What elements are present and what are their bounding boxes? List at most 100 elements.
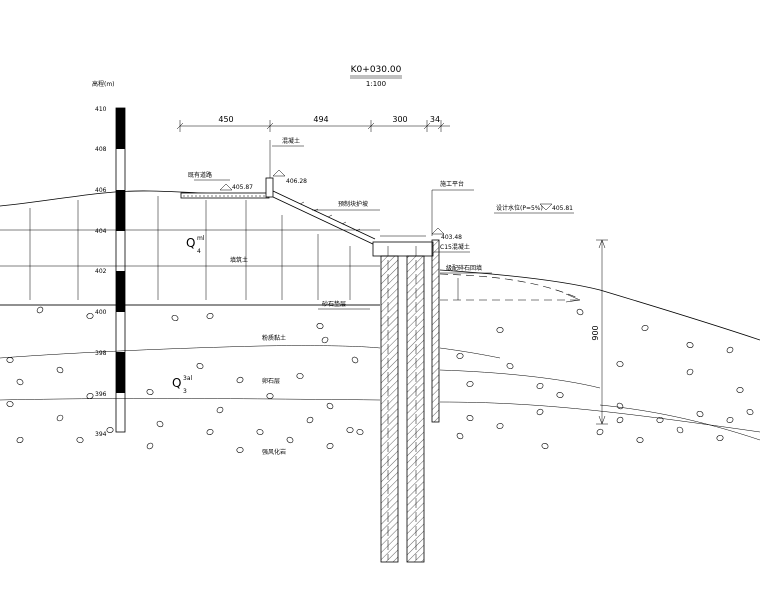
gravel-pebble	[506, 362, 514, 370]
sheet-pile	[431, 239, 440, 423]
gravel-pebble	[306, 416, 314, 424]
gravel-pebble	[16, 378, 24, 386]
layer-q3-sub: 3	[183, 388, 187, 395]
gravel-pebble	[576, 308, 584, 316]
gravel-pebble	[726, 416, 734, 424]
gravel-pebble	[156, 420, 164, 428]
gravel-pebble	[321, 336, 329, 344]
fill-grid	[0, 196, 380, 306]
soil-c-label: 强风化岩	[262, 448, 286, 456]
ruler-block	[116, 190, 125, 231]
gravel-pebble	[496, 423, 504, 429]
gravel-pebble	[746, 408, 754, 416]
pile-cap-label: C15混凝土	[440, 243, 470, 251]
soil-boundaries	[0, 345, 760, 441]
gravel-pebble	[466, 415, 474, 421]
ruler-tick-400: 400	[95, 309, 107, 316]
gravel-pebble	[206, 429, 214, 435]
section-title: K0+030.00 1:100	[350, 65, 402, 88]
layer-q4-sup: ml	[197, 235, 205, 242]
crest-level: 406.28	[286, 178, 307, 185]
gravel-pebble	[616, 402, 624, 410]
ruler-tick-398: 398	[95, 350, 107, 357]
layer-q3-sup: 3al	[183, 375, 192, 382]
gravel-symbols	[6, 306, 754, 453]
gravel-pebble	[596, 428, 604, 436]
gravel-pebble	[351, 356, 359, 364]
gravel-pebble	[726, 346, 734, 354]
bored-piles	[380, 239, 440, 563]
ruler-block	[116, 108, 125, 149]
ruler-block	[116, 271, 125, 312]
fill-note-label: 填筑土	[230, 256, 248, 264]
left-platform-level: 405.87	[232, 184, 253, 191]
gravel-pebble	[356, 429, 364, 435]
gravel-pebble	[616, 361, 624, 367]
bedding-label: 砂石垫层	[322, 300, 346, 308]
elevation-ruler: 高程(m) 410 408 406 404 402 400 398 396 39…	[92, 80, 126, 438]
gravel-pebble	[86, 393, 94, 399]
gravel-pebble	[536, 408, 544, 416]
pile-right	[406, 255, 425, 563]
layer-q4-letter: Q	[186, 236, 195, 250]
platform-note: 施工平台 403.48	[431, 180, 474, 241]
dim-494: 494	[313, 115, 328, 124]
gravel-pebble	[76, 437, 84, 443]
gravel-pebble	[106, 427, 114, 433]
dim-34: 34	[430, 115, 440, 124]
ruler-tick-396: 396	[95, 391, 107, 398]
gravel-pebble	[266, 393, 274, 399]
gravel-pebble	[676, 426, 684, 434]
design-water-label: 设计水位(P=5%)	[496, 204, 543, 212]
gravel-pebble	[616, 416, 624, 424]
dim-300: 300	[392, 115, 407, 124]
ruler-tick-406: 406	[95, 187, 107, 194]
design-water-level: 405.81	[552, 205, 573, 212]
gravel-pebble	[541, 443, 549, 449]
gravel-pebble	[346, 427, 354, 433]
crest-wall: 混凝土 406.28	[265, 137, 307, 198]
ruler-block	[116, 352, 125, 393]
gravel-pebble	[466, 381, 474, 387]
gravel-pebble	[116, 359, 124, 365]
gravel-pebble	[641, 325, 649, 331]
gravel-pebble	[236, 447, 244, 453]
gravel-pebble	[206, 312, 214, 320]
backfill-label: 级配碎石回填	[446, 264, 482, 272]
station-label: K0+030.00	[351, 65, 402, 75]
gravel-pebble	[686, 368, 694, 376]
gravel-pebble	[696, 410, 704, 418]
layer-q4-sub: 4	[197, 248, 201, 255]
top-dimension-line: 450 494 300 34	[176, 115, 450, 132]
gravel-pebble	[6, 357, 14, 363]
ruler-tick-410: 410	[95, 106, 107, 113]
gravel-pebble	[146, 442, 154, 450]
ruler-tick-394: 394	[95, 431, 107, 438]
left-road-label: 既有道路	[188, 171, 212, 179]
gravel-pebble	[146, 389, 154, 395]
gravel-pebble	[316, 323, 324, 329]
gravel-pebble	[326, 443, 334, 449]
crest-wall-label: 混凝土	[282, 137, 300, 145]
height-dimension: 900	[591, 239, 608, 425]
gravel-pebble	[236, 376, 244, 384]
gravel-pebble	[86, 313, 94, 319]
gravel-pebble	[56, 414, 64, 422]
scale-label: 1:100	[366, 80, 386, 88]
gravel-pebble	[736, 387, 744, 393]
gravel-pebble	[716, 435, 724, 441]
right-ground-line	[439, 269, 760, 341]
pile-left	[380, 255, 399, 563]
gravel-pebble	[196, 362, 204, 370]
backfill: 级配碎石回填	[439, 264, 581, 303]
soil-b-label: 卵石层	[262, 377, 280, 385]
soil-a-label: 粉质黏土	[262, 334, 286, 342]
gravel-pebble	[636, 437, 644, 443]
dim-450: 450	[218, 115, 233, 124]
layer-q3-letter: Q	[172, 376, 181, 390]
bedding-layer: 砂石垫层	[0, 300, 380, 310]
gravel-pebble	[296, 373, 304, 379]
dim-900: 900	[591, 325, 600, 340]
gravel-pebble	[456, 353, 464, 359]
